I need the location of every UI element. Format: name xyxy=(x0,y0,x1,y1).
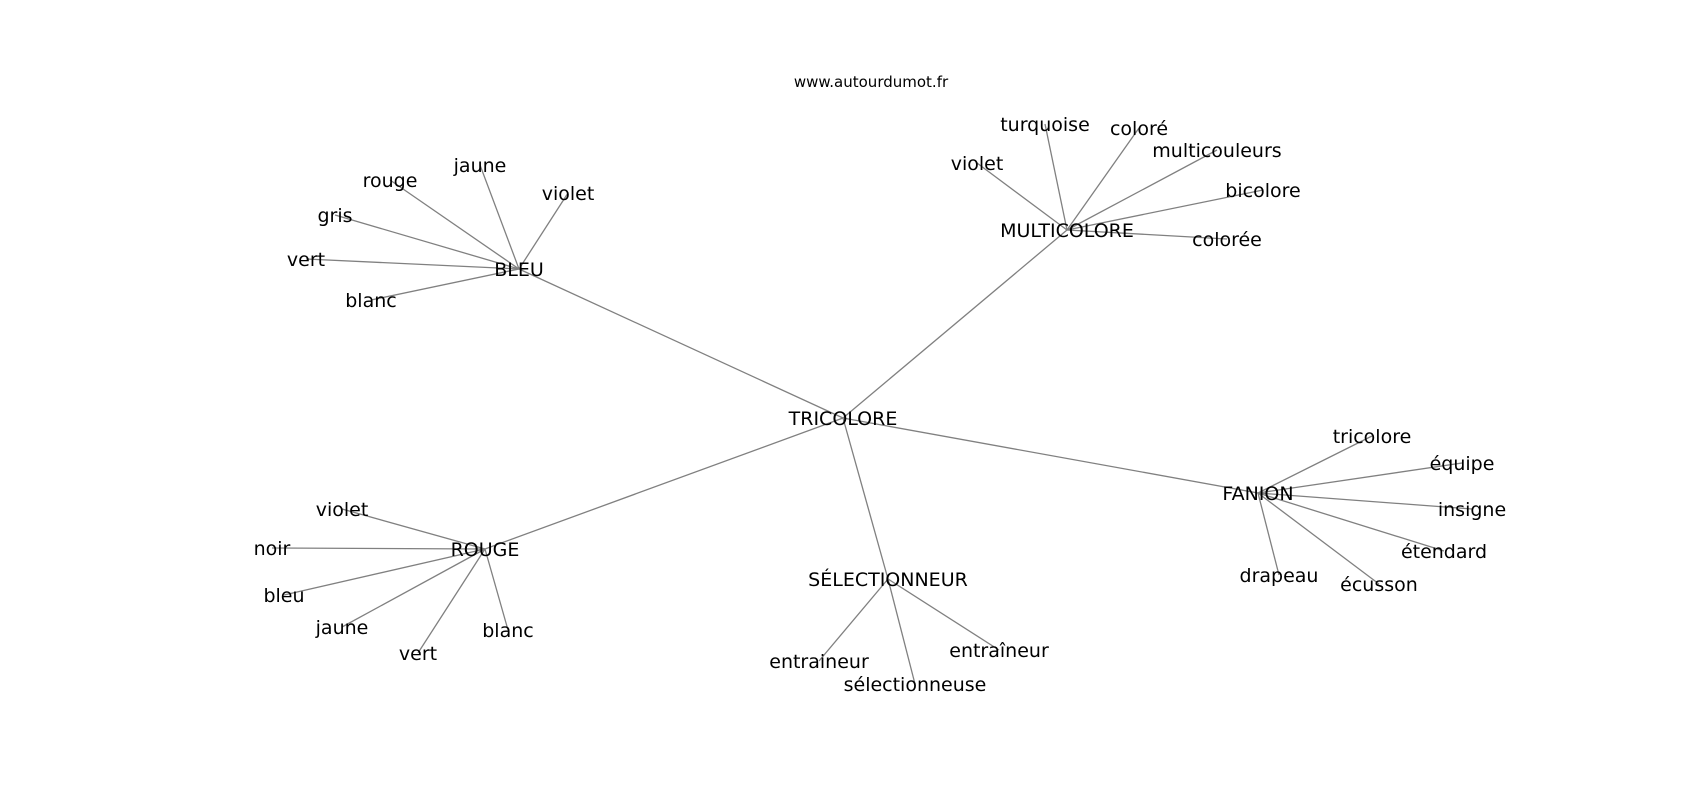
hub-multicolore: MULTICOLORE xyxy=(1000,220,1134,242)
word-fanion-equipe: équipe xyxy=(1430,453,1495,475)
word-multicolore-coloree: colorée xyxy=(1192,229,1262,251)
edge-multicolore-multicouleurs xyxy=(1066,149,1218,231)
edge-fanion-drapeau xyxy=(1257,492,1280,576)
site-url: www.autourdumot.fr xyxy=(794,73,949,91)
word-rouge-jaune: jaune xyxy=(315,617,369,639)
word-fanion-ecusson: écusson xyxy=(1340,574,1418,596)
edge-multicolore-colore xyxy=(1066,127,1140,231)
edge-fanion-tricolore xyxy=(1257,435,1373,494)
edge-rouge-bleu xyxy=(283,548,486,596)
word-bleu-blanc: blanc xyxy=(345,290,396,312)
word-selectionneur-selectionneuse: sélectionneuse xyxy=(844,674,987,696)
word-bleu-rouge: rouge xyxy=(363,170,418,192)
center-word: TRICOLORE xyxy=(788,408,898,430)
word-rouge-bleu: bleu xyxy=(263,585,304,607)
word-multicolore-turquoise: turquoise xyxy=(1000,114,1090,136)
word-bleu-violet: violet xyxy=(542,183,595,205)
word-bleu-gris: gris xyxy=(317,205,352,227)
edge-fanion-ecusson xyxy=(1257,492,1380,585)
edge-selectionneur-entraineur xyxy=(887,578,1000,651)
edge-multicolore-bicolore xyxy=(1066,189,1264,231)
edge-bleu-vert xyxy=(305,258,520,270)
word-rouge-blanc: blanc xyxy=(482,620,533,642)
word-multicolore-multicouleurs: multicouleurs xyxy=(1152,140,1281,162)
edge-fanion-etendard xyxy=(1257,492,1445,552)
word-fanion-etendard: étendard xyxy=(1401,541,1487,563)
edge-rouge-jaune xyxy=(341,548,486,628)
word-bleu-vert: vert xyxy=(287,249,325,271)
nodes: BLEU jaune rouge violet gris vert blanc MULTICO… xyxy=(254,114,1507,696)
word-multicolore-bicolore: bicolore xyxy=(1225,180,1300,202)
hub-bleu: BLEU xyxy=(494,259,544,281)
word-selectionneur-entraineur: entraineur xyxy=(769,651,869,673)
edge-center-rouge xyxy=(484,417,844,550)
word-fanion-drapeau: drapeau xyxy=(1240,565,1319,587)
edge-bleu-jaune xyxy=(479,164,520,270)
edge-center-selectionneur xyxy=(842,417,889,580)
word-selectionneur-entraineur: entraîneur xyxy=(949,640,1049,662)
edge-center-multicolore xyxy=(842,229,1068,419)
edge-selectionneur-selectionneuse xyxy=(887,578,916,685)
edge-rouge-blanc xyxy=(484,548,509,631)
word-rouge-vert: vert xyxy=(399,643,437,665)
word-rouge-noir: noir xyxy=(254,538,291,560)
word-fanion-tricolore: tricolore xyxy=(1333,426,1412,448)
edge-rouge-vert xyxy=(417,548,486,654)
word-rouge-violet: violet xyxy=(316,499,369,521)
edge-rouge-violet xyxy=(341,508,486,550)
edges xyxy=(271,123,1473,685)
edge-fanion-insigne xyxy=(1257,492,1473,510)
word-multicolore-colore: coloré xyxy=(1110,118,1168,140)
edge-bleu-rouge xyxy=(389,179,520,270)
word-multicolore-violet: violet xyxy=(951,153,1004,175)
word-fanion-insigne: insigne xyxy=(1438,499,1506,521)
hub-rouge: ROUGE xyxy=(451,539,520,561)
hub-selectionneur: SÉLECTIONNEUR xyxy=(808,568,968,591)
edge-multicolore-turquoise xyxy=(1044,123,1068,231)
edge-bleu-blanc xyxy=(370,268,520,301)
edge-multicolore-violet xyxy=(976,162,1068,231)
word-bleu-jaune: jaune xyxy=(453,155,507,177)
edge-rouge-noir xyxy=(271,547,486,550)
edge-selectionneur-entraineur xyxy=(818,578,889,662)
edge-bleu-gris xyxy=(334,214,520,270)
edge-center-bleu xyxy=(518,268,844,419)
hub-fanion: FANION xyxy=(1222,483,1293,505)
edge-fanion-equipe xyxy=(1257,462,1463,494)
edge-multicolore-coloree xyxy=(1066,229,1228,240)
edge-center-fanion xyxy=(842,417,1259,494)
edge-bleu-violet xyxy=(518,192,569,270)
